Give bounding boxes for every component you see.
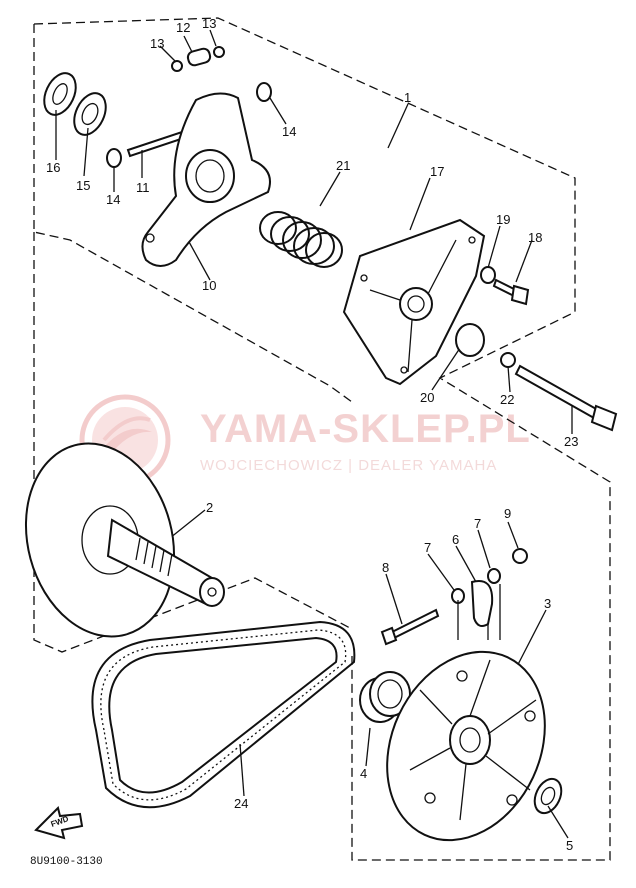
callout-1: 1 xyxy=(404,90,411,105)
callout-11: 11 xyxy=(136,180,150,195)
leader-lines xyxy=(55,29,573,839)
callout-22: 22 xyxy=(500,392,514,407)
callout-24: 24 xyxy=(234,796,248,811)
callout-14a: 14 xyxy=(106,192,120,207)
part-21-spring-icon xyxy=(259,211,343,268)
callout-6: 6 xyxy=(452,532,459,547)
assembly-1-left-outline xyxy=(33,24,353,403)
callout-labels: 1 2 3 4 5 6 7 7 8 9 10 11 12 13 13 14 14… xyxy=(46,16,578,853)
callout-13b: 13 xyxy=(202,16,216,31)
watermark-subtitle: WOJCIECHOWICZ | DEALER YAMAHA xyxy=(200,457,497,474)
part-17-cover-plate-icon xyxy=(342,218,486,386)
part-20-washer-icon xyxy=(455,323,485,357)
part-16-washer-icon xyxy=(43,72,77,116)
part-5-washer-icon xyxy=(533,777,563,815)
callout-2: 2 xyxy=(206,500,213,515)
part-2-primary-sheave-icon xyxy=(24,442,225,638)
callout-12: 12 xyxy=(176,20,190,35)
catalog-code: 8U9100-3130 xyxy=(30,856,103,868)
callout-10: 10 xyxy=(202,278,216,293)
part-12-collar-icon xyxy=(171,46,225,72)
part-23-bolt-icon xyxy=(514,364,618,432)
part-9-nut-icon xyxy=(512,548,528,564)
callout-17: 17 xyxy=(430,164,444,179)
part-19-washer-icon xyxy=(480,266,496,284)
callout-8: 8 xyxy=(382,560,389,575)
callout-3: 3 xyxy=(544,596,551,611)
callout-15: 15 xyxy=(76,178,90,193)
part-3-secondary-sheave-icon xyxy=(386,650,546,842)
part-8-bolt-icon xyxy=(380,608,440,646)
part-10-cam-plate-icon xyxy=(141,92,271,267)
part-14-cap-icon xyxy=(106,82,272,168)
callout-14b: 14 xyxy=(282,124,296,139)
callout-21: 21 xyxy=(336,158,350,173)
callout-23: 23 xyxy=(564,434,578,449)
part-15-washer-icon xyxy=(73,92,107,136)
callout-5: 5 xyxy=(566,838,573,853)
callout-7b: 7 xyxy=(474,516,481,531)
watermark-title: YAMA-SKLEP.PL xyxy=(200,407,531,451)
callout-7a: 7 xyxy=(424,540,431,555)
part-6-weight-icon xyxy=(470,580,494,627)
callout-20: 20 xyxy=(420,390,434,405)
watermark: YAMA-SKLEP.PL WOJCIECHOWICZ | DEALER YAM… xyxy=(79,394,531,486)
part-22-nut-icon xyxy=(500,352,516,368)
callout-18b: 18 xyxy=(528,230,542,245)
callout-13a: 13 xyxy=(150,36,164,51)
callout-16: 16 xyxy=(46,160,60,175)
callout-9: 9 xyxy=(504,506,511,521)
callout-4: 4 xyxy=(360,766,367,781)
part-18-bolt-icon xyxy=(492,278,530,306)
callout-18: 19 xyxy=(496,212,510,227)
fwd-arrow-icon: FWD xyxy=(34,806,84,840)
part-7-washer-icon xyxy=(451,568,501,604)
part-24-drive-belt-icon xyxy=(91,620,356,809)
part-4-collar-icon xyxy=(359,671,411,723)
